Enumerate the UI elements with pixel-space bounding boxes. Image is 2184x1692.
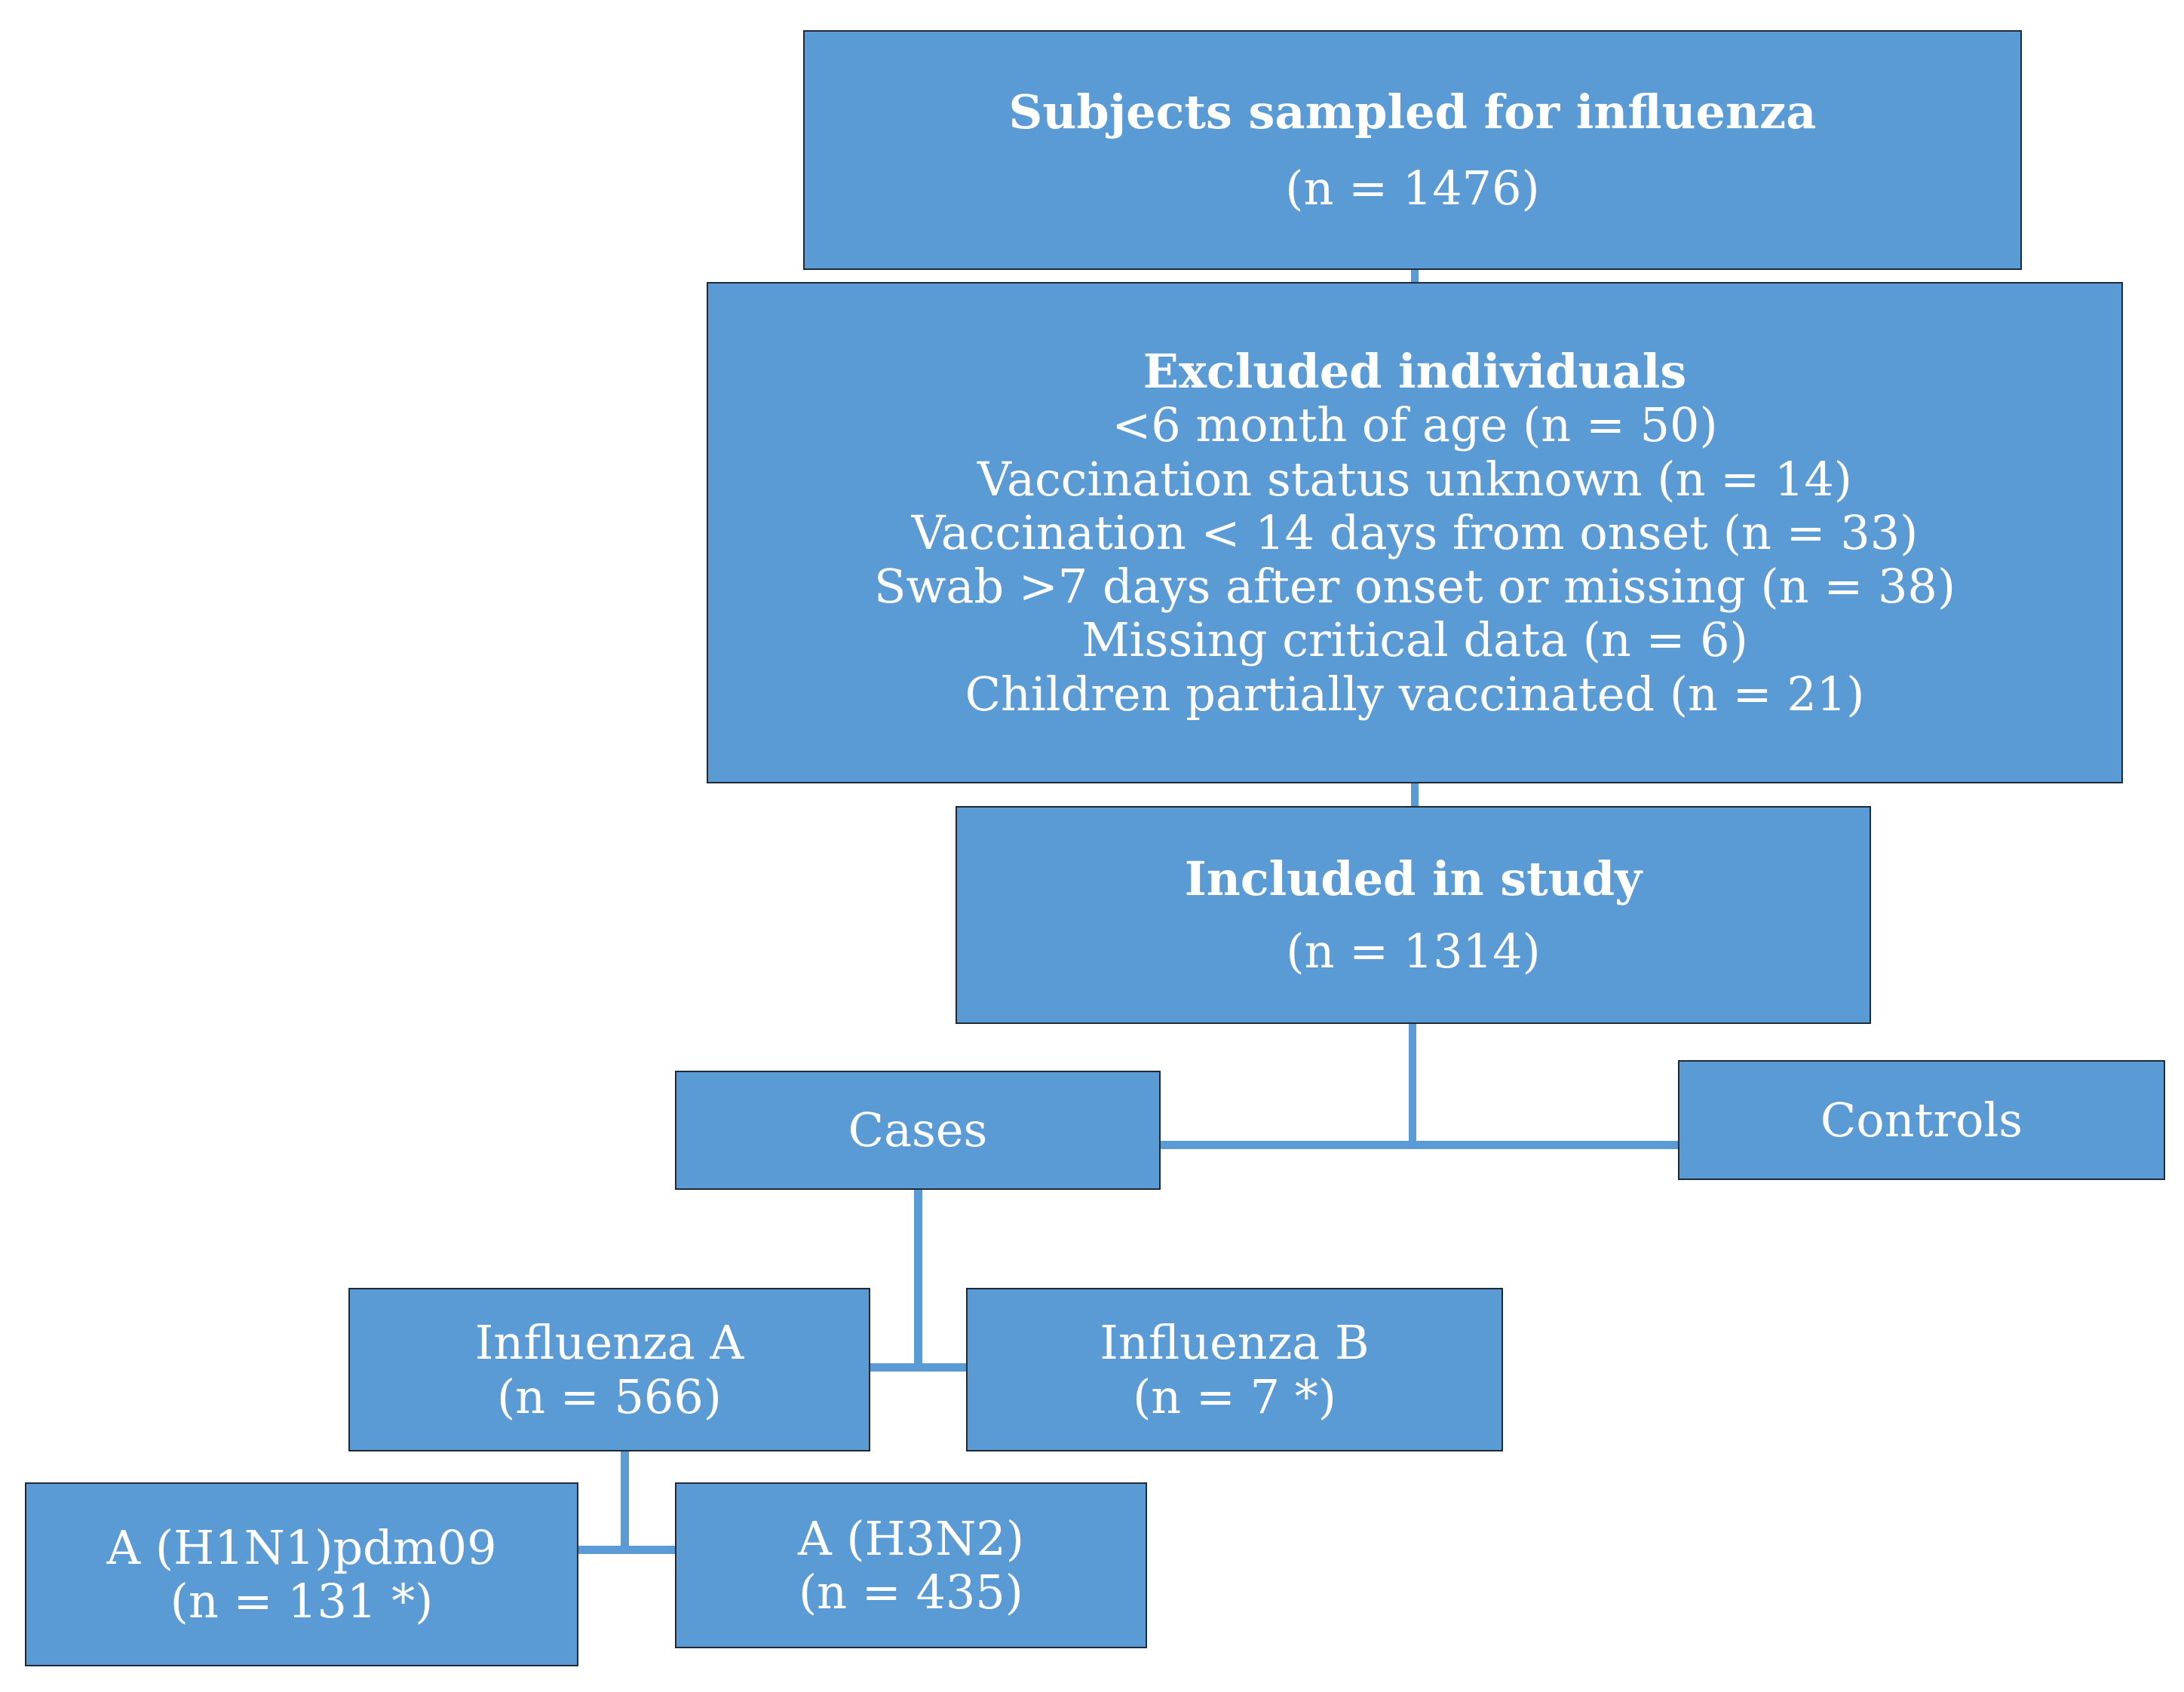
influenza-b-count: (n = 7 *) <box>1133 1369 1336 1424</box>
h3n2-count: (n = 435) <box>798 1565 1023 1620</box>
h3n2-label: A (H3N2) <box>797 1510 1025 1566</box>
excluded-item: Missing critical data (n = 6) <box>1081 612 1748 668</box>
connector-excluded-included <box>1411 783 1419 811</box>
influenza-a-label: Influenza A <box>474 1315 744 1371</box>
subjects-sampled-count: (n = 1476) <box>1285 161 1540 216</box>
influenza-a-count: (n = 566) <box>496 1369 722 1424</box>
connector-h1n1-h3n2 <box>578 1546 676 1554</box>
connector-cases-down <box>914 1190 922 1368</box>
controls-label: Controls <box>1820 1092 2023 1148</box>
excluded-item: Vaccination < 14 days from onset (n = 33… <box>911 504 1919 560</box>
connector-subjects-excluded <box>1411 270 1419 284</box>
influenza-b-label: Influenza B <box>1100 1315 1370 1371</box>
cases-box: Cases <box>675 1071 1161 1190</box>
included-in-study-box: Included in study (n = 1314) <box>956 806 1871 1024</box>
excluded-item: Swab >7 days after onset or missing (n =… <box>873 559 1956 615</box>
excluded-item: <6 month of age (n = 50) <box>1112 397 1718 453</box>
h1n1-box: A (H1N1)pdm09 (n = 131 *) <box>25 1482 578 1666</box>
cases-label: Cases <box>848 1102 988 1158</box>
excluded-title: Excluded individuals <box>1143 343 1687 399</box>
h1n1-label: A (H1N1)pdm09 <box>106 1519 497 1575</box>
excluded-individuals-box: Excluded individuals <6 month of age (n … <box>707 282 2123 783</box>
h1n1-count: (n = 131 *) <box>170 1574 434 1629</box>
influenza-b-box: Influenza B (n = 7 *) <box>966 1288 1503 1451</box>
excluded-item: Children partially vaccinated (n = 21) <box>965 666 1865 722</box>
excluded-item: Vaccination status unknown (n = 14) <box>977 451 1852 507</box>
subjects-sampled-title: Subjects sampled for influenza <box>1008 84 1817 139</box>
connector-cases-controls <box>1161 1141 1681 1149</box>
controls-box: Controls <box>1678 1060 2165 1180</box>
connector-flua-flub <box>869 1363 967 1372</box>
connector-included-down <box>1409 1024 1416 1145</box>
h3n2-box: A (H3N2) (n = 435) <box>675 1482 1147 1648</box>
subjects-sampled-box: Subjects sampled for influenza (n = 1476… <box>803 30 2022 270</box>
included-title: Included in study <box>1184 851 1643 907</box>
included-count: (n = 1314) <box>1286 923 1541 979</box>
connector-flua-down <box>621 1451 629 1551</box>
influenza-a-box: Influenza A (n = 566) <box>348 1288 870 1451</box>
